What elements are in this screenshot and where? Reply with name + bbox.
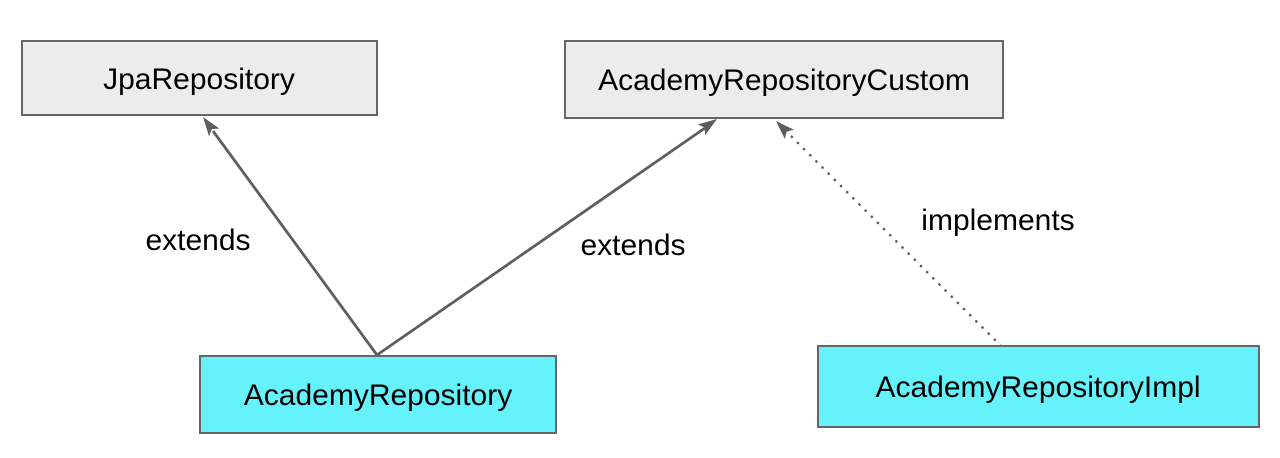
edge-extends-academyrepositorycustom: extends [376,119,717,357]
node-label: AcademyRepositoryImpl [875,371,1200,404]
node-academyrepositoryimpl: AcademyRepositoryImpl [817,345,1260,428]
edge-line-solid [211,130,379,356]
edge-implements-academyrepositorycustom: implements [776,121,1075,348]
edge-label-implements: implements [921,204,1074,237]
node-label: AcademyRepository [244,379,512,412]
node-academyrepository: AcademyRepository [199,355,557,434]
node-box [21,40,378,116]
node-box [817,345,1260,428]
arrowhead-icon [203,117,220,137]
edge-label-extends-left: extends [145,224,250,257]
node-label: JpaRepository [103,63,295,96]
node-label: AcademyRepositoryCustom [598,64,970,97]
edge-extends-jparepository: extends [145,117,379,356]
node-box [199,355,557,434]
node-box [564,40,1004,119]
node-jparepository: JpaRepository [21,40,378,116]
arrowhead-icon [697,119,717,136]
edge-line-dotted [787,132,1003,348]
edge-line-solid [376,126,706,357]
arrowhead-icon [776,121,794,139]
edge-label-extends-right: extends [580,229,685,262]
node-academyrepositorycustom: AcademyRepositoryCustom [564,40,1004,119]
